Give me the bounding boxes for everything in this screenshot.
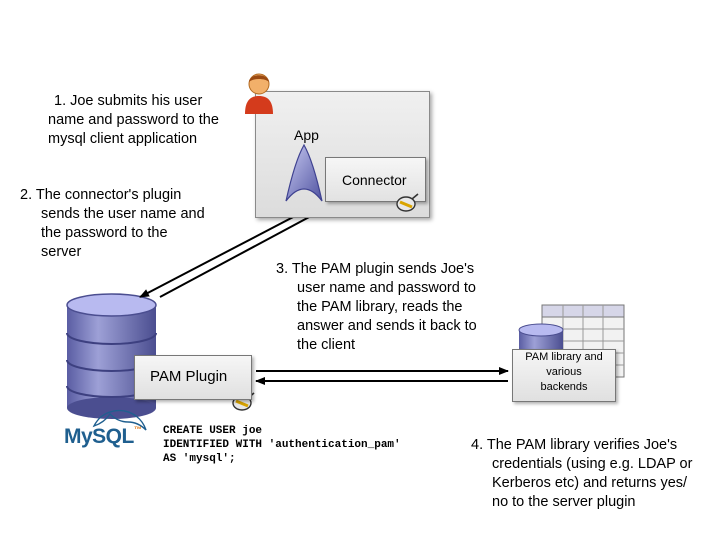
app-label: App (294, 127, 319, 143)
connector-label: Connector (342, 172, 407, 188)
mysql-logo-tm: ™ (133, 425, 142, 434)
connector-server-arrows (139, 202, 327, 298)
mysql-logo: MySQL™ (64, 425, 142, 449)
step-2-text: 2. The connector's plugin sends the user… (20, 187, 205, 260)
pam-plugin-box (134, 355, 252, 400)
plugin-library-arrows (255, 367, 509, 385)
step-1-text: 1. Joe submits his user name and passwor… (48, 93, 219, 147)
mysql-logo-text: MySQL (64, 425, 134, 448)
user-icon (245, 73, 273, 114)
pam-plugin-label: PAM Plugin (150, 368, 228, 385)
pam-library-line: backends (540, 381, 588, 393)
code-line: IDENTIFIED WITH 'authentication_pam' (163, 439, 401, 451)
code-line: CREATE USER joe (163, 425, 263, 437)
code-line: AS 'mysql'; (163, 453, 236, 465)
pam-library-line: various (546, 366, 582, 378)
dolphin-icon (92, 409, 147, 431)
pam-library-line: PAM library and (525, 351, 603, 363)
step-3-text: 3. The PAM plugin sends Joe's user name … (276, 261, 477, 353)
pam-library-box: PAM library and various backends (512, 349, 616, 402)
app-icon (285, 143, 323, 202)
sql-code: CREATE USER joe IDENTIFIED WITH 'authent… (163, 424, 401, 466)
connector-box (325, 157, 426, 202)
plug-icon (396, 193, 419, 212)
step-4-text: 4. The PAM library verifies Joe's creden… (471, 437, 693, 510)
